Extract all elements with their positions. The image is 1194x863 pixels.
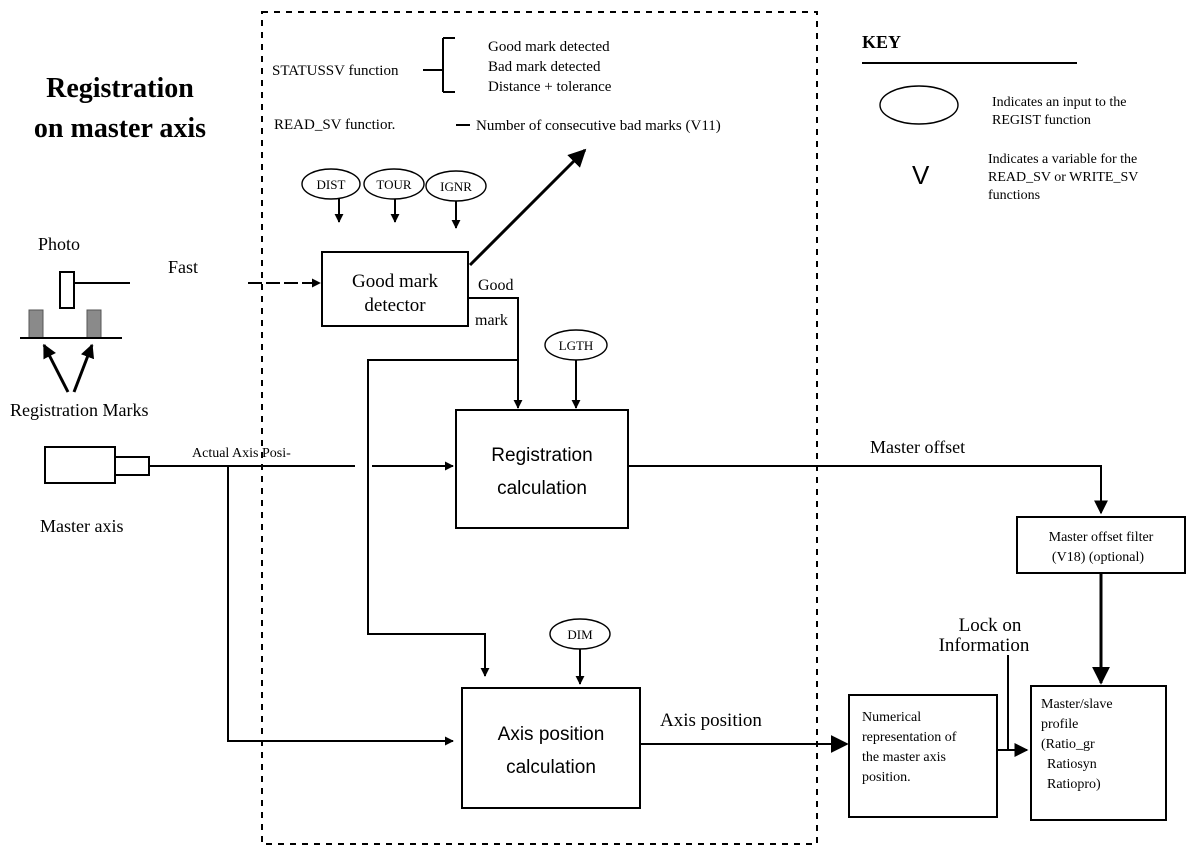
statussv-function-label: STATUSSV function [272, 63, 399, 79]
numerical-representation-line-4: position. [862, 770, 911, 785]
registration-mark-right [86, 309, 102, 339]
axis-position-calculation-line-2: calculation [506, 757, 596, 778]
actual-axis-position-label: Actual Axis Posi- [192, 446, 291, 461]
key-v-desc-3: functions [988, 188, 1040, 203]
input-dist-oval [301, 168, 361, 200]
key-heading: KEY [862, 32, 901, 52]
lock-on-label-2: Information [939, 635, 1030, 656]
input-dist-label: DIST [317, 177, 346, 192]
master-slave-profile-line-3: (Ratio_gr [1041, 737, 1095, 752]
good-mark-output-arrow [468, 297, 523, 409]
registration-mark-arrow-right [72, 343, 95, 393]
registration-calculation-line-2: calculation [497, 478, 587, 499]
registration-mark-left [28, 309, 44, 339]
status-item-bad-mark: Bad mark detected [488, 59, 601, 75]
read-sv-function-label: READ_SV functior. [274, 117, 395, 133]
input-ignr-label: IGNR [440, 179, 472, 194]
key-oval-desc-1: Indicates an input to the [992, 95, 1127, 110]
master-offset-filter-block [1016, 516, 1186, 574]
photo-sensor-icon [59, 271, 75, 309]
axis-to-axis-position-calc-arrow [227, 466, 454, 746]
master-slave-profile-line-5: Ratiopro) [1047, 777, 1101, 792]
registration-marks-label: Registration Marks [10, 400, 148, 420]
fast-label: Fast [168, 257, 198, 277]
input-tour-label: TOUR [376, 177, 411, 192]
key-v-desc-2: READ_SV or WRITE_SV [988, 170, 1138, 185]
status-item-good-mark: Good mark detected [488, 39, 610, 55]
statussv-bracket [423, 37, 455, 93]
master-axis-motor-icon [44, 446, 116, 484]
title-line-2: on master axis [34, 113, 206, 144]
input-lgth-label: LGTH [559, 338, 594, 353]
photo-label: Photo [38, 234, 80, 254]
master-offset-filter-line-2: (V18) (optional) [1052, 550, 1144, 565]
master-offset-filter-line-1: Master offset filter [1049, 530, 1154, 545]
regist-function-boundary [261, 11, 818, 845]
master-slave-profile-line-2: profile [1041, 717, 1078, 732]
read-sv-item: Number of consecutive bad marks (V11) [476, 118, 721, 134]
master-slave-profile-line-4: Ratiosyn [1047, 757, 1097, 772]
master-offset-arrow [628, 465, 1108, 515]
feedback-loop-arrow [367, 359, 518, 677]
axis-position-label: Axis position [660, 710, 762, 731]
key-oval-desc-2: REGIST function [992, 113, 1091, 128]
key-v-desc-1: Indicates a variable for the [988, 152, 1137, 167]
master-axis-label: Master axis [40, 516, 123, 536]
key-input-oval-symbol [879, 85, 959, 125]
input-dim-label: DIM [567, 627, 593, 642]
key-variable-symbol: V [912, 160, 930, 190]
registration-mark-arrow-left [42, 343, 70, 393]
numerical-representation-line-3: the master axis [862, 750, 946, 765]
numerical-representation-line-1: Numerical [862, 710, 921, 725]
good-mark-detector-block [321, 251, 469, 327]
master-axis-shaft-icon [114, 456, 150, 476]
numerical-representation-block [848, 694, 998, 818]
lock-on-label-1: Lock on [959, 615, 1022, 636]
title-line-1: Registration [46, 73, 194, 104]
detector-to-bad-marks-arrow [468, 148, 587, 267]
master-offset-label: Master offset [870, 437, 965, 457]
status-item-distance-tolerance: Distance + tolerance [488, 79, 612, 95]
mark-label: mark [475, 312, 508, 329]
master-slave-profile-block [1030, 685, 1167, 821]
good-label: Good [478, 277, 514, 294]
axis-position-calculation-block [461, 687, 641, 809]
axis-position-calculation-line-1: Axis position [498, 724, 605, 745]
numerical-representation-line-2: representation of [862, 730, 957, 745]
good-mark-detector-line-1: Good mark [352, 271, 439, 292]
master-slave-profile-line-1: Master/slave [1041, 697, 1113, 712]
good-mark-detector-line-2: detector [364, 295, 426, 316]
registration-calculation-block [455, 409, 629, 529]
registration-calculation-line-1: Registration [491, 445, 592, 466]
